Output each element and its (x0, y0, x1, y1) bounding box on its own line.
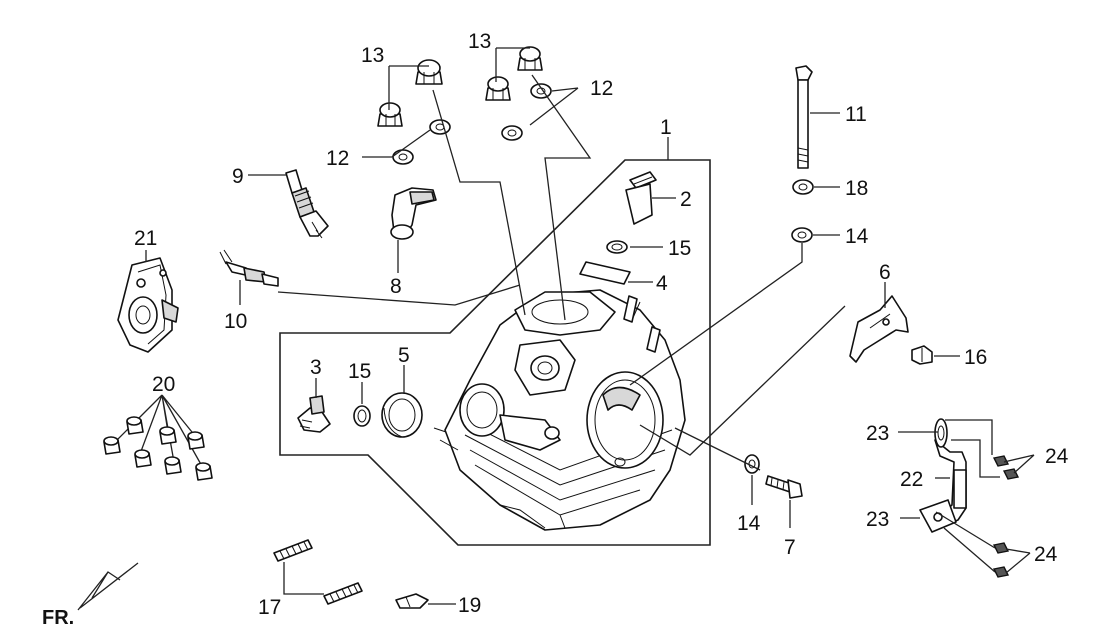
rubber-cap (390, 187, 437, 240)
bolt-24b-1 (992, 542, 1010, 554)
seal-5 (381, 392, 423, 438)
bolt-7 (765, 475, 803, 499)
stud-17-2 (323, 582, 363, 605)
washer-12b-1 (530, 83, 552, 99)
tensioner-plug (625, 171, 657, 225)
label-part-6: 6 (879, 261, 891, 284)
washer-12a-2 (392, 149, 414, 165)
bolt-16 (911, 345, 933, 365)
label-part-21: 21 (134, 227, 157, 250)
cylinder-head (433, 289, 686, 531)
bolt-24b-2 (992, 566, 1010, 578)
plug-3 (297, 395, 331, 433)
temperature-sensor (219, 249, 279, 287)
gasket-23a (934, 418, 948, 448)
label-part-14b: 14 (737, 512, 761, 535)
label-part-23a: 23 (866, 422, 889, 445)
label-part-13a: 13 (361, 44, 384, 67)
washer-14a (791, 227, 813, 243)
label-part-12a: 12 (326, 147, 349, 170)
label-part-12b: 12 (590, 77, 613, 100)
dowel-19 (395, 593, 429, 609)
label-part-20: 20 (152, 373, 175, 396)
label-part-7: 7 (784, 536, 796, 559)
label-part-5: 5 (398, 344, 410, 367)
label-part-19: 19 (458, 594, 481, 617)
label-part-9: 9 (232, 165, 244, 188)
label-part-11: 11 (845, 103, 867, 126)
assembly-outline (279, 159, 711, 546)
label-part-24a: 24 (1045, 445, 1069, 468)
o-ring-15a (353, 405, 371, 427)
label-part-4: 4 (656, 272, 668, 295)
label-part-10: 10 (224, 310, 247, 333)
gasket-4 (579, 261, 631, 285)
cap-nut-13a-1 (415, 59, 443, 85)
label-part-1: 1 (660, 116, 672, 139)
stud-17-1 (273, 539, 313, 562)
washer-18 (792, 179, 814, 195)
label-part-24b: 24 (1034, 543, 1058, 566)
label-part-22: 22 (900, 468, 923, 491)
label-part-2: 2 (680, 188, 692, 211)
nut-cluster (103, 394, 213, 481)
bolt-24a-2 (1002, 468, 1020, 480)
long-stud-bolt (795, 65, 813, 169)
cap-nut-13b-1 (517, 46, 543, 71)
label-part-17: 17 (258, 596, 281, 619)
cap-nut-13b-2 (485, 76, 511, 101)
label-part-15b: 15 (668, 237, 691, 260)
washer-12b-2 (501, 125, 523, 141)
bracket-6 (849, 295, 909, 363)
cap-nut-13a-2 (377, 102, 403, 127)
thermostat-cover (117, 257, 179, 353)
label-part-16: 16 (964, 346, 987, 369)
front-label: FR. (42, 607, 74, 629)
label-part-13b: 13 (468, 30, 491, 53)
washer-12a-1 (429, 119, 451, 135)
spark-plug (285, 169, 329, 239)
bolt-24a-1 (992, 455, 1010, 467)
front-direction-arrow: FR. (42, 562, 139, 629)
label-part-8: 8 (390, 275, 402, 298)
label-part-15a: 15 (348, 360, 371, 383)
label-part-14a: 14 (845, 225, 869, 248)
label-part-3: 3 (310, 356, 322, 379)
label-part-18: 18 (845, 177, 868, 200)
gasket-23b (919, 499, 957, 533)
label-part-23b: 23 (866, 508, 889, 531)
o-ring-15b (606, 240, 628, 254)
